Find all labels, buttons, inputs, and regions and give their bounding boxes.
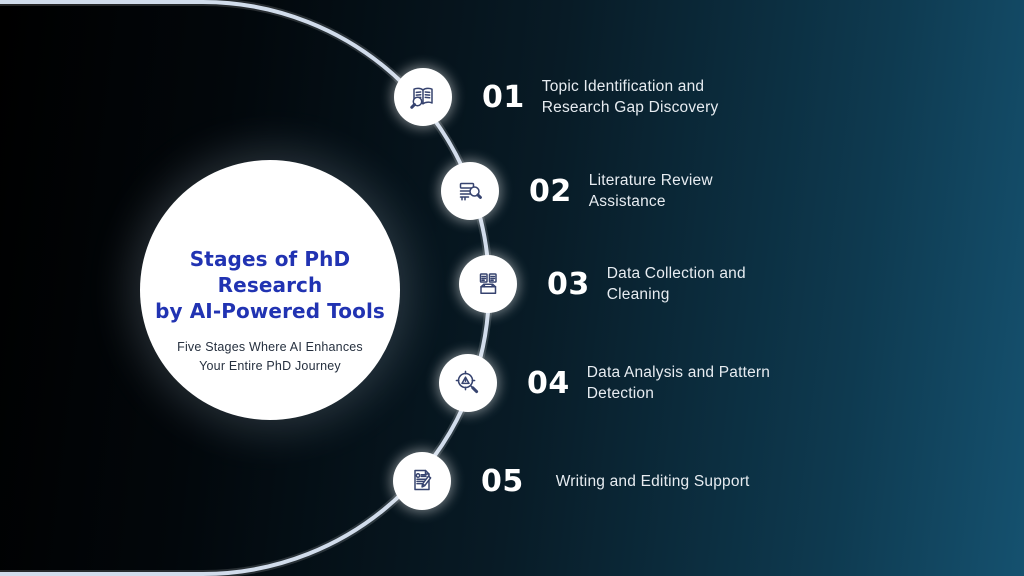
stage-label: Writing and Editing Support bbox=[556, 471, 750, 492]
stage-number: 02 bbox=[529, 173, 572, 209]
infographic-subtitle: Five Stages Where AI Enhances Your Entir… bbox=[140, 338, 400, 376]
stage-label: Literature Review Assistance bbox=[589, 170, 713, 212]
stage-row-2: 02 Literature Review Assistance bbox=[441, 162, 713, 220]
stage-label-line: Topic Identification and bbox=[541, 78, 705, 95]
stage-label-line: Research Gap Discovery bbox=[541, 99, 719, 116]
stage-row-5: 05 Writing and Editing Support bbox=[393, 452, 750, 510]
stage-label-line: Data Analysis and Pattern bbox=[586, 364, 771, 381]
book-magnifier-icon bbox=[394, 68, 452, 126]
stage-label: Data Analysis and Pattern Detection bbox=[587, 362, 770, 404]
stage-row-3: 03 Data Collection and Cleaning bbox=[459, 255, 746, 313]
stage-number: 03 bbox=[547, 266, 590, 302]
stage-label-line: Literature Review bbox=[588, 172, 713, 189]
stage-label-line: Cleaning bbox=[606, 286, 670, 303]
documents-box-icon bbox=[459, 255, 517, 313]
title-line-1: Stages of PhD Research bbox=[189, 247, 351, 297]
stage-label: Data Collection and Cleaning bbox=[607, 263, 746, 305]
magnifier-target-icon bbox=[439, 354, 497, 412]
infographic-title: Stages of PhD Research by AI-Powered Too… bbox=[140, 246, 400, 324]
stage-label-line: Detection bbox=[586, 385, 655, 402]
center-title-circle: Stages of PhD Research by AI-Powered Too… bbox=[140, 160, 400, 420]
title-line-2: by AI-Powered Tools bbox=[155, 299, 385, 323]
subtitle-line-2: Your Entire PhD Journey bbox=[199, 359, 341, 373]
document-magnifier-icon bbox=[441, 162, 499, 220]
subtitle-line-1: Five Stages Where AI Enhances bbox=[177, 340, 363, 354]
stage-row-1: 01 Topic Identification and Research Gap… bbox=[394, 68, 718, 126]
stage-number: 01 bbox=[482, 79, 525, 115]
stage-row-4: 04 Data Analysis and Pattern Detection bbox=[439, 354, 770, 412]
stage-label-line: Assistance bbox=[588, 193, 666, 210]
stage-number: 04 bbox=[527, 365, 570, 401]
stage-label: Topic Identification and Research Gap Di… bbox=[542, 76, 719, 118]
stage-label-line: Writing and Editing Support bbox=[555, 472, 750, 490]
document-pencil-icon bbox=[393, 452, 451, 510]
stage-number: 05 bbox=[481, 463, 524, 499]
stage-label-line: Data Collection and bbox=[606, 265, 746, 282]
